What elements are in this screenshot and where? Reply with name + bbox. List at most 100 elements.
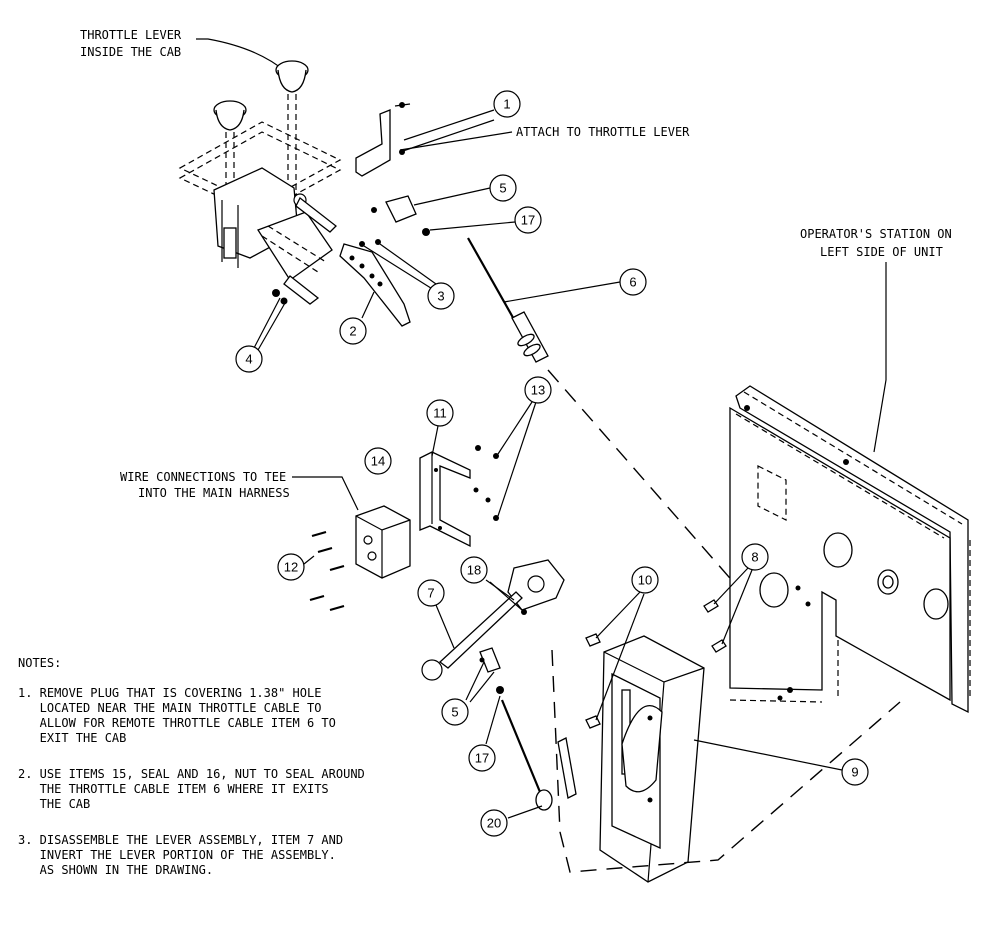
callout-8-label: 8 <box>751 550 758 565</box>
nut-13a <box>475 445 481 451</box>
nut-13b <box>473 487 479 493</box>
callout-6: 6 <box>619 268 647 296</box>
callout-3-label: 3 <box>437 289 444 304</box>
leader-5-upper <box>413 187 491 206</box>
callout-9-label: 9 <box>851 765 858 780</box>
callout-2-label: 2 <box>349 324 356 339</box>
screw-12e <box>329 604 345 612</box>
screw-3b <box>375 239 381 245</box>
note-3-line1: 3. DISASSEMBLE THE LEVER ASSEMBLY, ITEM … <box>18 833 343 847</box>
leader-10b <box>595 593 645 721</box>
callout-12-circle <box>277 553 305 581</box>
label-operator-station-line1: OPERATOR'S STATION ON <box>800 227 952 241</box>
callout-1: 1 <box>493 90 521 118</box>
callout-11: 11 <box>426 399 454 427</box>
screw-3a <box>359 241 365 247</box>
callout-17-upper-circle <box>514 206 542 234</box>
callout-14-label: 14 <box>371 454 385 469</box>
hole-2c <box>369 273 375 279</box>
leader-throttle-lever <box>196 38 287 73</box>
clevis-5-lower <box>479 647 501 673</box>
label-wire-connections-line2: INTO THE MAIN HARNESS <box>138 486 290 500</box>
leader-9 <box>693 739 843 771</box>
callout-3-circle <box>427 282 455 310</box>
leader-operator-station <box>873 262 887 453</box>
callout-12-label: 12 <box>284 560 298 575</box>
item-11-bracket <box>419 425 471 548</box>
lower-cable-rod <box>500 699 542 793</box>
callout-12: 12 <box>277 553 305 581</box>
item-6-cable <box>467 237 621 363</box>
callout-11-label: 11 <box>433 406 447 421</box>
callout-5-upper: 5 <box>489 174 517 202</box>
callout-20-label: 20 <box>487 816 501 831</box>
bracket-11-hole-b <box>438 526 442 530</box>
leader-10a <box>595 591 641 639</box>
callout-10-label: 10 <box>638 573 652 588</box>
housing-dash-2 <box>267 225 327 263</box>
screw-13b <box>493 515 499 521</box>
lower-group-dashed-outline <box>551 649 901 873</box>
item-1-bracket <box>355 102 513 177</box>
callout-1-circle <box>493 90 521 118</box>
callout-8-circle <box>741 543 769 571</box>
callout-6-circle <box>619 268 647 296</box>
leader-6 <box>503 281 621 303</box>
cab-throttle-assembly <box>178 60 342 305</box>
callout-2: 2 <box>339 317 367 345</box>
note-2-line2: THE THROTTLE CABLE ITEM 6 WHERE IT EXITS <box>18 782 329 796</box>
item-13-fasteners <box>473 401 537 521</box>
panel-hole-1 <box>744 405 750 411</box>
callout-18: 18 <box>460 556 488 584</box>
panel-cutout-rect <box>757 465 787 521</box>
callout-5-upper-circle <box>489 174 517 202</box>
pin-5-lower <box>479 657 485 663</box>
link-arm <box>295 197 337 233</box>
callout-18-circle <box>460 556 488 584</box>
label-wire-connections: WIRE CONNECTIONS TO TEE INTO THE MAIN HA… <box>120 470 290 500</box>
callout-20-circle <box>480 809 508 837</box>
callout-3: 3 <box>427 282 455 310</box>
panel-hole-6 <box>777 695 783 701</box>
callout-14-circle <box>364 447 392 475</box>
panel-hole-5 <box>787 687 793 693</box>
lower-cable-end <box>535 789 553 811</box>
screw-12c <box>329 564 345 572</box>
callout-2-circle <box>339 317 367 345</box>
note-1-line2: LOCATED NEAR THE MAIN THROTTLE CABLE TO <box>18 701 321 715</box>
screw-12b <box>317 546 333 554</box>
screw-10b <box>585 715 601 729</box>
housing-9-hole-b <box>647 797 653 803</box>
callout-14: 14 <box>364 447 392 475</box>
panel-top-edge <box>735 385 969 714</box>
note-3-line2: INVERT THE LEVER PORTION OF THE ASSEMBLY… <box>18 848 336 862</box>
label-operator-station: OPERATOR'S STATION ON LEFT SIDE OF UNIT <box>800 227 952 259</box>
label-throttle-lever: THROTTLE LEVER INSIDE THE CAB <box>80 28 182 59</box>
leader-attach <box>399 131 513 151</box>
item-7-lever <box>421 559 565 681</box>
leader-17-lower <box>485 695 501 745</box>
leader-12 <box>303 555 315 565</box>
nut-17-lower <box>496 686 504 694</box>
panel-port-1 <box>823 532 853 568</box>
leader-5-lower-b <box>469 671 495 703</box>
lever-arm-2 <box>339 243 411 327</box>
panel-hole-4 <box>805 601 811 607</box>
callout-13: 13 <box>524 376 552 404</box>
clevis-5 <box>385 195 417 223</box>
item-12-screws <box>303 530 345 612</box>
bolt-4a <box>272 289 280 297</box>
item-14-box <box>355 505 411 579</box>
leader-13a <box>497 401 533 455</box>
leader-4b <box>257 302 286 351</box>
callout-5-lower: 5 <box>441 698 469 726</box>
panel-hole-2 <box>843 459 849 465</box>
callout-5-upper-label: 5 <box>499 181 506 196</box>
pin-5 <box>371 207 377 213</box>
note-2-line1: 2. USE ITEMS 15, SEAL AND 16, NUT TO SEA… <box>18 767 365 781</box>
housing-dash-1 <box>261 235 319 273</box>
panel-hole-3 <box>795 585 801 591</box>
lever-housing <box>257 211 333 281</box>
screw-12a <box>311 530 327 538</box>
attach-bracket <box>355 109 391 177</box>
